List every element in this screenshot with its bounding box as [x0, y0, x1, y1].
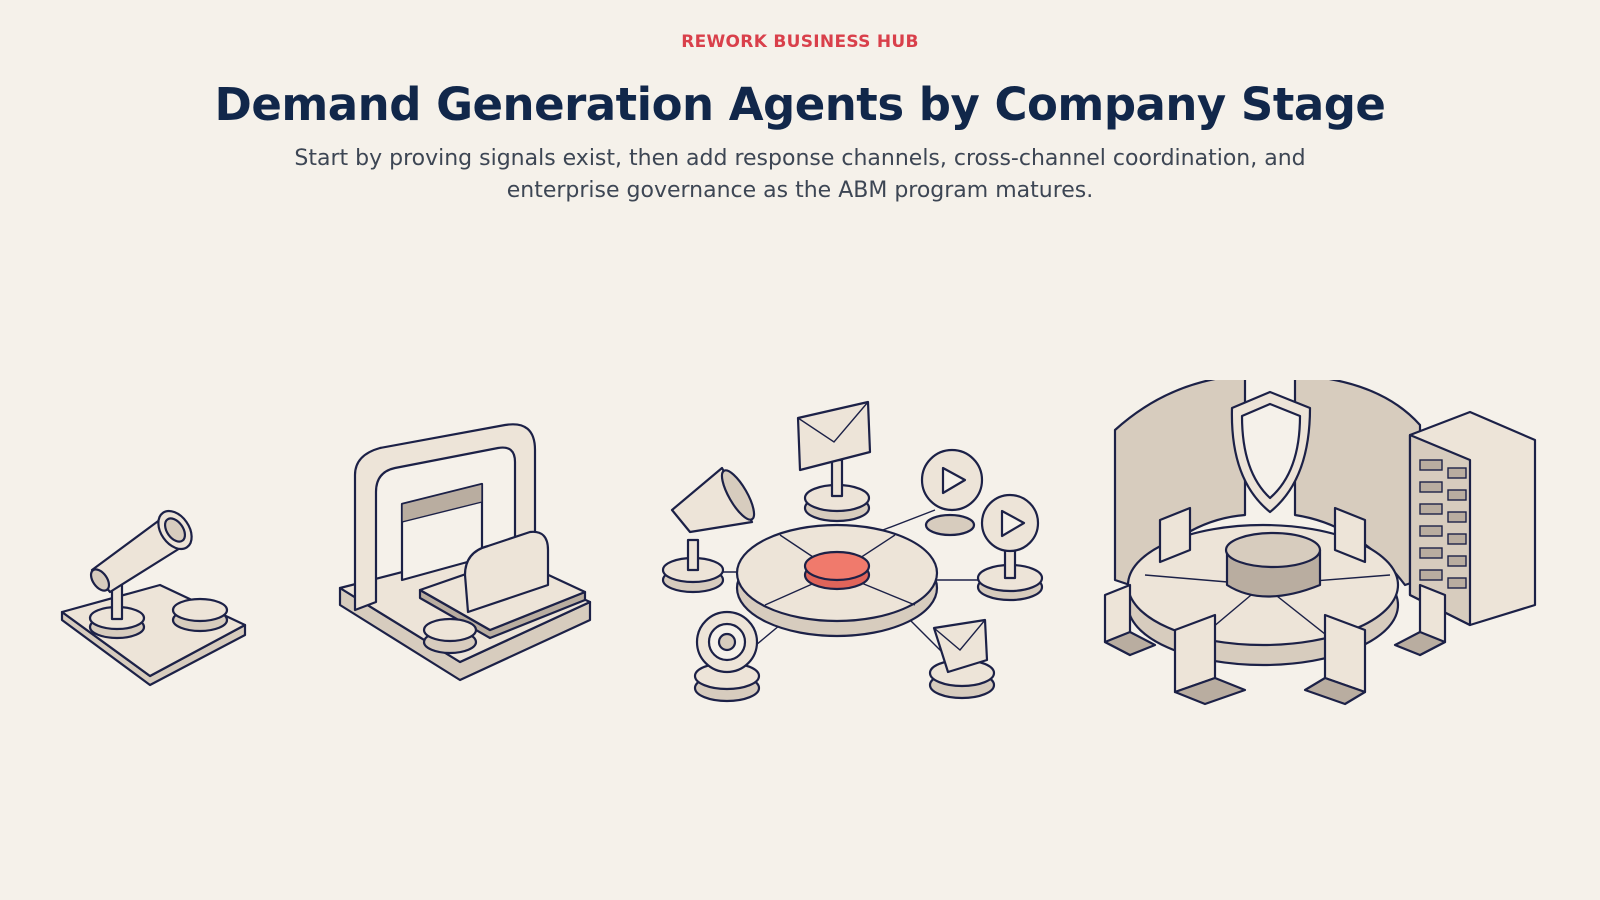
page-subtitle: Start by proving signals exist, then add…	[294, 146, 1306, 203]
governance-council-icon	[1103, 380, 1537, 706]
telescope-on-platform-icon	[60, 509, 247, 687]
brand-eyebrow: REWORK BUSINESS HUB	[681, 32, 919, 52]
archway-with-panel-icon	[338, 423, 592, 682]
page-title: Demand Generation Agents by Company Stag…	[214, 78, 1386, 131]
stage-illustrations	[60, 380, 1537, 706]
channel-hub-network-icon	[661, 400, 1044, 703]
